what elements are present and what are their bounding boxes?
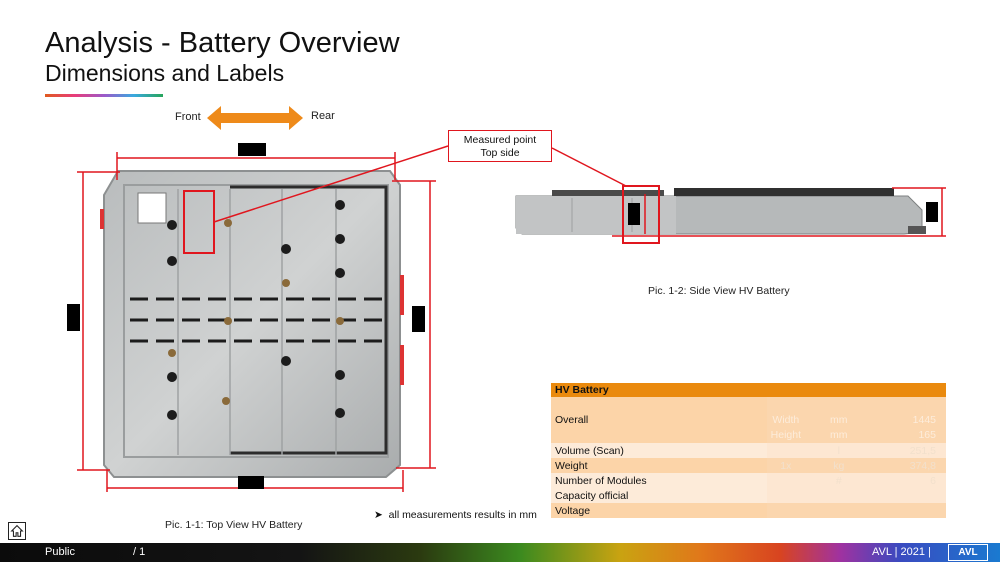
side-view-caption: Pic. 1-2: Side View HV Battery	[648, 285, 790, 297]
table-row: Capacity official	[551, 488, 946, 503]
front-label: Front	[175, 111, 201, 123]
overall-sub-labels: Width Height	[766, 397, 806, 443]
row-label-weight: Weight	[551, 458, 767, 473]
top-view-caption: Pic. 1-1: Top View HV Battery	[165, 519, 303, 531]
footer-bar: Public / 1 AVL | 2021 |	[0, 543, 1000, 562]
hv-battery-table: HV Battery Overall Width Height mm mm 14…	[551, 383, 946, 518]
page-subtitle: Dimensions and Labels	[45, 60, 285, 86]
measurement-note: ➤ all measurements results in mm	[374, 509, 537, 521]
side-view-battery-image	[515, 188, 926, 235]
overall-units: mm mm	[805, 397, 873, 443]
top-view-battery-image	[100, 170, 404, 478]
double-arrow-icon	[207, 106, 303, 130]
table-row: Number of Modules # 6	[551, 473, 946, 488]
row-label-voltage: Voltage	[551, 503, 767, 518]
table-row: Volume (Scan) l 251,5	[551, 443, 946, 458]
note-text: all measurements results in mm	[388, 509, 537, 521]
row-label-capacity: Capacity official	[551, 488, 767, 503]
rear-label: Rear	[311, 110, 335, 122]
avl-logo: AVL	[948, 544, 988, 561]
footer-page: / 1	[133, 546, 146, 558]
table-title: HV Battery	[551, 383, 946, 397]
footer-brand-year: AVL | 2021 |	[872, 546, 931, 558]
row-label-overall: Overall	[551, 397, 767, 443]
callout-line-1: Measured point	[463, 134, 537, 146]
table-row: Voltage	[551, 503, 946, 518]
row-label-volume: Volume (Scan)	[551, 443, 767, 458]
table-row: Overall Width Height mm mm 1445 165	[551, 397, 946, 443]
page-title: Analysis - Battery Overview	[45, 27, 400, 59]
callout-line-2: Top side	[480, 147, 520, 159]
home-icon[interactable]	[8, 522, 26, 540]
row-label-modules: Number of Modules	[551, 473, 767, 488]
title-underline	[45, 94, 163, 97]
measured-point-callout: Measured point Top side	[448, 130, 552, 162]
table-row: Weight 1x kg 374,8	[551, 458, 946, 473]
footer-classification: Public	[45, 546, 75, 558]
overall-values: 1445 165	[872, 397, 946, 443]
bullet-arrow-icon: ➤	[374, 509, 389, 521]
